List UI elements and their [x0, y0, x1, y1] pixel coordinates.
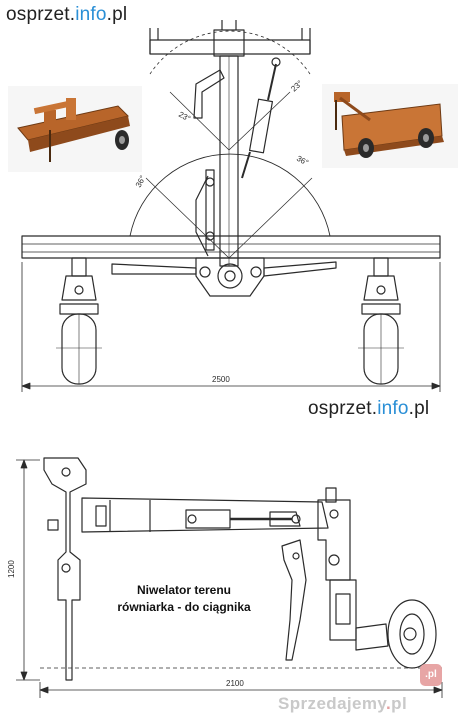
angle-label-36-left: 36°	[134, 174, 148, 189]
leveler-render-right	[322, 84, 458, 168]
caption-line-1: Niwelator terenu	[136, 583, 232, 597]
front-bracket-side	[317, 487, 351, 581]
hydraulic-cylinder	[241, 57, 281, 179]
blade-profile-side	[281, 539, 307, 661]
brand-suffix: .pl	[408, 398, 430, 419]
length-dimension	[39, 667, 443, 698]
brand-logo-middle: osprzet.info.pl	[308, 398, 429, 420]
center-pivot	[195, 257, 265, 297]
height-dimension	[16, 459, 40, 681]
brand-accent: info	[377, 398, 409, 419]
watermark: Sprzedajemy.pl	[278, 694, 407, 714]
brand-prefix: osprzet.	[308, 398, 378, 419]
angle-label-36-right: 36°	[295, 154, 310, 168]
leveler-blade-top	[21, 235, 441, 259]
hitch-frame-top	[149, 20, 311, 57]
lower-linkage	[195, 169, 215, 257]
angle-label-23-right: 23°	[289, 79, 304, 94]
watermark-dot: .	[386, 694, 392, 713]
main-arm-side	[81, 497, 329, 533]
length-dimension-label: 2100	[226, 679, 244, 688]
control-lever	[193, 69, 225, 119]
brand-suffix: .pl	[106, 4, 128, 25]
product-caption: Niwelator terenu równiarka - do ciągnika	[104, 582, 264, 616]
caption-line-2: równiarka - do ciągnika	[117, 600, 251, 614]
watermark-text: Sprzedajemy	[278, 694, 387, 713]
brand-logo-top: osprzet.info.pl	[6, 4, 127, 26]
brand-accent: info	[75, 4, 107, 25]
width-dimension	[21, 262, 441, 392]
width-dimension-label: 2500	[212, 375, 230, 384]
brand-prefix: osprzet.	[6, 4, 76, 25]
swing-arc-23	[149, 30, 311, 75]
wheel-side	[329, 579, 437, 669]
leveler-render-left	[8, 86, 142, 172]
height-dimension-label: 1200	[7, 560, 16, 578]
mast-side	[43, 457, 87, 681]
watermark-tld: pl	[391, 694, 408, 713]
watermark-logo-icon: .pl	[420, 664, 442, 686]
cylinder-side	[185, 509, 301, 529]
swing-arc-36	[129, 153, 331, 237]
main-beam	[219, 55, 239, 267]
wheel-left-top	[56, 257, 102, 385]
wheel-right-top	[358, 257, 404, 385]
